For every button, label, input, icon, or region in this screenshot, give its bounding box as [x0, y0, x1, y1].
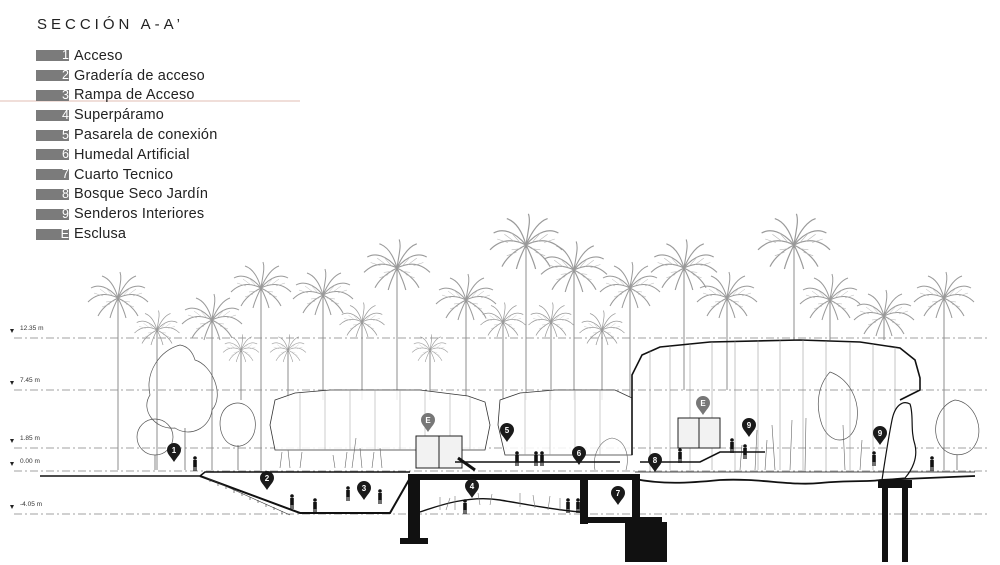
esclusa-door-left — [415, 435, 463, 469]
marker-5-label: 5 — [505, 426, 510, 435]
marker-5: 5 — [500, 423, 514, 442]
marker-7: 7 — [611, 486, 625, 505]
legend-swatch: 9 — [36, 206, 69, 221]
legend-number: 6 — [62, 147, 69, 162]
legend-swatch: 8 — [36, 186, 69, 201]
legend-label: Senderos Interiores — [74, 206, 205, 223]
legend-number: 9 — [62, 206, 69, 221]
legend-item-esclusa: E Esclusa — [36, 224, 217, 244]
legend-number: 3 — [62, 87, 69, 102]
legend-item-superparamo: 4 Superpáramo — [36, 105, 217, 125]
marker-e-right: E — [696, 396, 710, 415]
legend-swatch: 4 — [36, 107, 69, 122]
legend-item-acceso: 1 Acceso — [36, 46, 217, 66]
marker-e-right-label: E — [700, 399, 706, 408]
legend-number: 5 — [62, 127, 69, 142]
ground-profile — [40, 471, 976, 514]
legend-item-rampa: 3 Rampa de Acceso — [36, 86, 217, 106]
marker-6: 6 — [572, 446, 586, 465]
marker-2-label: 2 — [265, 474, 270, 483]
marker-e-left-label: E — [425, 416, 431, 425]
legend-number: 2 — [62, 68, 69, 83]
greenhouse-right — [631, 339, 921, 470]
marker-1-label: 1 — [172, 446, 177, 455]
legend-item-pasarela: 5 Pasarela de conexión — [36, 125, 217, 145]
legend-label: Humedal Artificial — [74, 146, 190, 163]
marker-9-interior: 9 — [742, 418, 756, 437]
level-label-1-85: 1.85 m — [20, 435, 40, 442]
legend-item-graderia: 2 Gradería de acceso — [36, 66, 217, 86]
legend-item-bosque-seco: 8 Bosque Seco Jardín — [36, 185, 217, 205]
legend-label: Acceso — [74, 47, 123, 64]
legend-swatch: 6 — [36, 147, 69, 162]
legend-number: E — [60, 226, 69, 241]
access-stairs — [204, 476, 291, 516]
marker-8-label: 8 — [653, 456, 658, 465]
marker-e-left: E — [421, 413, 435, 432]
marker-9-rock: 9 — [873, 426, 887, 445]
marker-8: 8 — [648, 453, 662, 472]
basement-structure — [400, 474, 912, 562]
legend: 1 Acceso 2 Gradería de acceso 3 Rampa de… — [36, 46, 217, 244]
marker-2: 2 — [260, 471, 274, 490]
palm-trunks — [117, 245, 945, 470]
legend-label: Superpáramo — [74, 107, 165, 124]
level-markers — [10, 329, 14, 509]
esclusa-door-right — [677, 417, 721, 449]
marker-9-interior-label: 9 — [747, 421, 752, 430]
legend-number: 7 — [62, 167, 69, 182]
legend-label: Esclusa — [74, 226, 127, 243]
legend-swatch: 2 — [36, 68, 69, 83]
marker-6-label: 6 — [577, 449, 582, 458]
legend-item-senderos: 9 Senderos Interiores — [36, 204, 217, 224]
legend-item-humedal: 6 Humedal Artificial — [36, 145, 217, 165]
basement-garden — [419, 497, 581, 513]
level-label-minus-4-05: -4.05 m — [20, 501, 42, 508]
basement-plants — [439, 492, 561, 511]
legend-number: 8 — [62, 186, 69, 201]
legend-swatch: 3 — [36, 87, 69, 102]
level-label-0-00: 0.00 m — [20, 458, 40, 465]
palm-trees — [87, 213, 975, 363]
legend-label: Bosque Seco Jardín — [74, 186, 209, 203]
rock-formation — [881, 402, 917, 481]
legend-number: 4 — [62, 107, 69, 122]
legend-swatch: 5 — [36, 127, 69, 142]
legend-label: Pasarela de conexión — [74, 127, 218, 144]
marker-3: 3 — [357, 481, 371, 500]
legend-item-cuarto-tecnico: 7 Cuarto Tecnico — [36, 165, 217, 185]
level-label-7-45: 7.45 m — [20, 377, 40, 384]
legend-label: Rampa de Acceso — [74, 87, 195, 104]
marker-4: 4 — [465, 479, 479, 498]
broadleaf-trees — [136, 344, 980, 470]
greenhouse-left — [269, 389, 633, 456]
legend-label: Gradería de acceso — [74, 67, 205, 84]
marker-3-label: 3 — [362, 484, 367, 493]
marker-1: 1 — [167, 443, 181, 462]
level-label-12-35: 12.35 m — [20, 325, 44, 332]
marker-7-label: 7 — [616, 489, 621, 498]
legend-swatch: E — [36, 226, 69, 241]
interior-vegetation — [279, 417, 863, 471]
marker-4-label: 4 — [470, 482, 475, 491]
legend-label: Cuarto Tecnico — [74, 166, 174, 183]
legend-swatch: 1 — [36, 48, 69, 63]
legend-swatch: 7 — [36, 167, 69, 182]
section-title: SECCIÓN A-A’ — [37, 16, 184, 33]
legend-number: 1 — [62, 48, 69, 63]
marker-9-rock-label: 9 — [878, 429, 883, 438]
